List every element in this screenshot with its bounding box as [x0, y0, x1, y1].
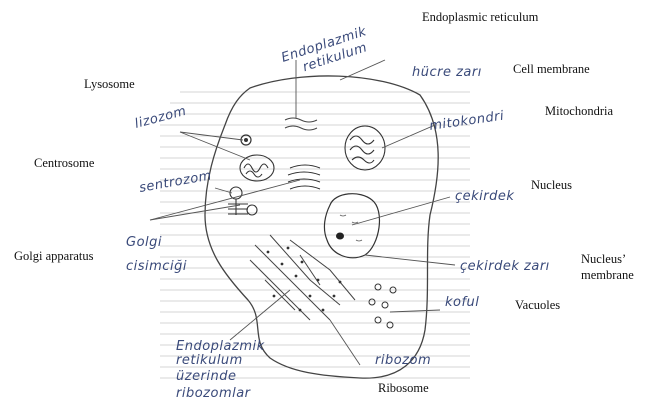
er-upper	[284, 117, 318, 131]
mitochondrion-left	[239, 154, 275, 182]
golgi-stack	[287, 164, 321, 190]
label-centrosome: Centrosome	[34, 156, 95, 170]
hw-endoplasmik-bottom-1: Endoplazmik	[176, 339, 265, 354]
rough-er	[249, 234, 356, 321]
hw-endoplasmik-bottom-4: ribozomlar	[176, 386, 252, 401]
hw-endoplasmik-bottom-2: retikulum	[176, 353, 243, 368]
ribosome-dots	[266, 246, 342, 312]
nucleus-shape	[323, 193, 380, 259]
label-cell-membrane: Cell membrane	[513, 62, 590, 76]
label-endoplasmic-reticulum: Endoplasmic reticulum	[422, 10, 539, 24]
label-lysosome: Lysosome	[84, 77, 135, 91]
hw-golgi-2: cisimciği	[126, 259, 187, 274]
hw-lizozom: lizozom	[133, 104, 188, 132]
hw-mitokondri: mitokondri	[428, 109, 505, 134]
pointer-lines	[149, 59, 456, 366]
hw-golgi-1: Golgi	[126, 235, 162, 250]
handwritten-labels: Endoplazmik retikulum hücre zarı lizozom…	[126, 24, 550, 401]
label-mitochondria: Mitochondria	[545, 104, 614, 118]
label-golgi-apparatus: Golgi apparatus	[14, 249, 94, 263]
ruled-lines	[160, 91, 470, 379]
hw-ribozom: ribozom	[375, 353, 431, 368]
hw-koful: koful	[445, 295, 479, 310]
label-ribosome: Ribosome	[378, 381, 429, 395]
label-nucleus-membrane-line2: membrane	[581, 268, 634, 282]
mitochondrion-right	[344, 125, 386, 171]
hw-sentrozom: sentrozom	[138, 168, 213, 196]
hw-cekirdek-zari: çekirdek zarı	[460, 259, 550, 274]
label-nucleus-membrane-line1: Nucleus’	[581, 252, 627, 266]
hw-hucre-zari: hücre zarı	[412, 65, 482, 80]
label-vacuoles: Vacuoles	[515, 298, 561, 312]
centrosome-shape	[228, 186, 258, 216]
hw-cekirdek: çekirdek	[455, 189, 514, 204]
cell-membrane-outline	[204, 75, 439, 379]
hw-endoplasmik-bottom-3: üzerinde	[176, 369, 237, 384]
vacuoles-shapes	[368, 283, 397, 329]
label-nucleus: Nucleus	[531, 178, 572, 192]
